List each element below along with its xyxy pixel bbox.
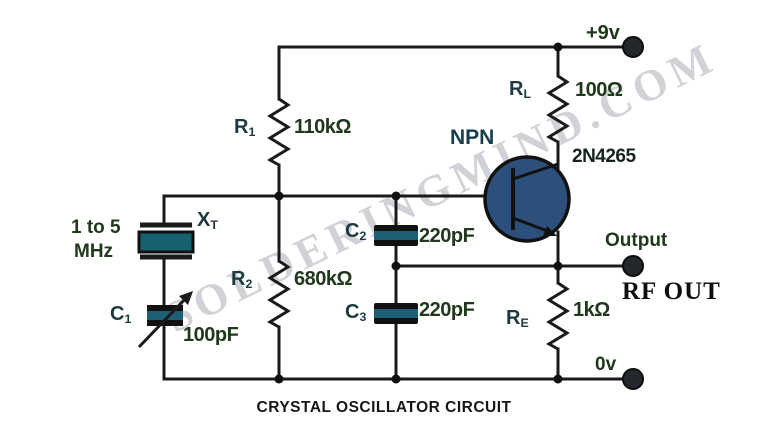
r2-designator: R2 xyxy=(231,268,253,292)
rl-designator: RL xyxy=(509,78,532,102)
junction-dots xyxy=(274,42,563,384)
c3-designator: C3 xyxy=(345,301,367,325)
diagram-title: CRYSTAL OSCILLATOR CIRCUIT xyxy=(256,399,512,416)
resistor-r2 xyxy=(267,259,291,329)
re-designator: RE xyxy=(506,307,529,331)
capacitor-c3-symbol xyxy=(374,303,418,324)
c1-designator: C1 xyxy=(110,303,132,327)
output-terminal xyxy=(622,255,644,277)
resistor-r1 xyxy=(267,97,291,167)
crystal-designator: XT xyxy=(197,209,218,233)
resistors xyxy=(267,74,570,351)
c3-value: 220pF xyxy=(419,299,475,321)
rf-out-label: RF OUT xyxy=(622,278,721,305)
r2-value: 680kΩ xyxy=(294,268,353,290)
transistor-type-label: NPN xyxy=(450,126,495,149)
resistor-rl xyxy=(546,74,570,144)
capacitor-c1-symbol xyxy=(137,291,193,349)
transistor-collector xyxy=(512,162,559,181)
r1-value: 110kΩ xyxy=(294,116,351,138)
transistor-symbol xyxy=(483,155,571,243)
wires xyxy=(162,45,635,381)
r1-designator: R1 xyxy=(234,116,256,140)
re-value: 1kΩ xyxy=(573,299,610,321)
c1-arrow-head xyxy=(179,291,193,305)
terminals xyxy=(622,36,644,390)
transistor-emitter xyxy=(512,216,551,234)
crystal-freq-line2: MHz xyxy=(74,241,114,262)
rl-value: 100Ω xyxy=(575,79,623,101)
vcc-terminal xyxy=(622,36,644,58)
transistor-part-number: 2N4265 xyxy=(572,146,636,167)
c1-value: 100pF xyxy=(183,324,239,346)
crystal-symbol xyxy=(137,222,195,260)
resistor-re xyxy=(546,281,570,351)
c2-designator: C2 xyxy=(345,220,367,244)
output-label: Output xyxy=(605,230,668,251)
emitter-arrow-head xyxy=(543,226,557,236)
vcc-label: +9v xyxy=(586,22,620,44)
gnd-terminal xyxy=(622,368,644,390)
capacitor-c2-symbol xyxy=(374,225,418,246)
gnd-label: 0v xyxy=(595,354,617,375)
transistor-body xyxy=(483,155,571,243)
c2-value: 220pF xyxy=(419,225,475,247)
crystal-freq-line1: 1 to 5 xyxy=(71,217,121,238)
